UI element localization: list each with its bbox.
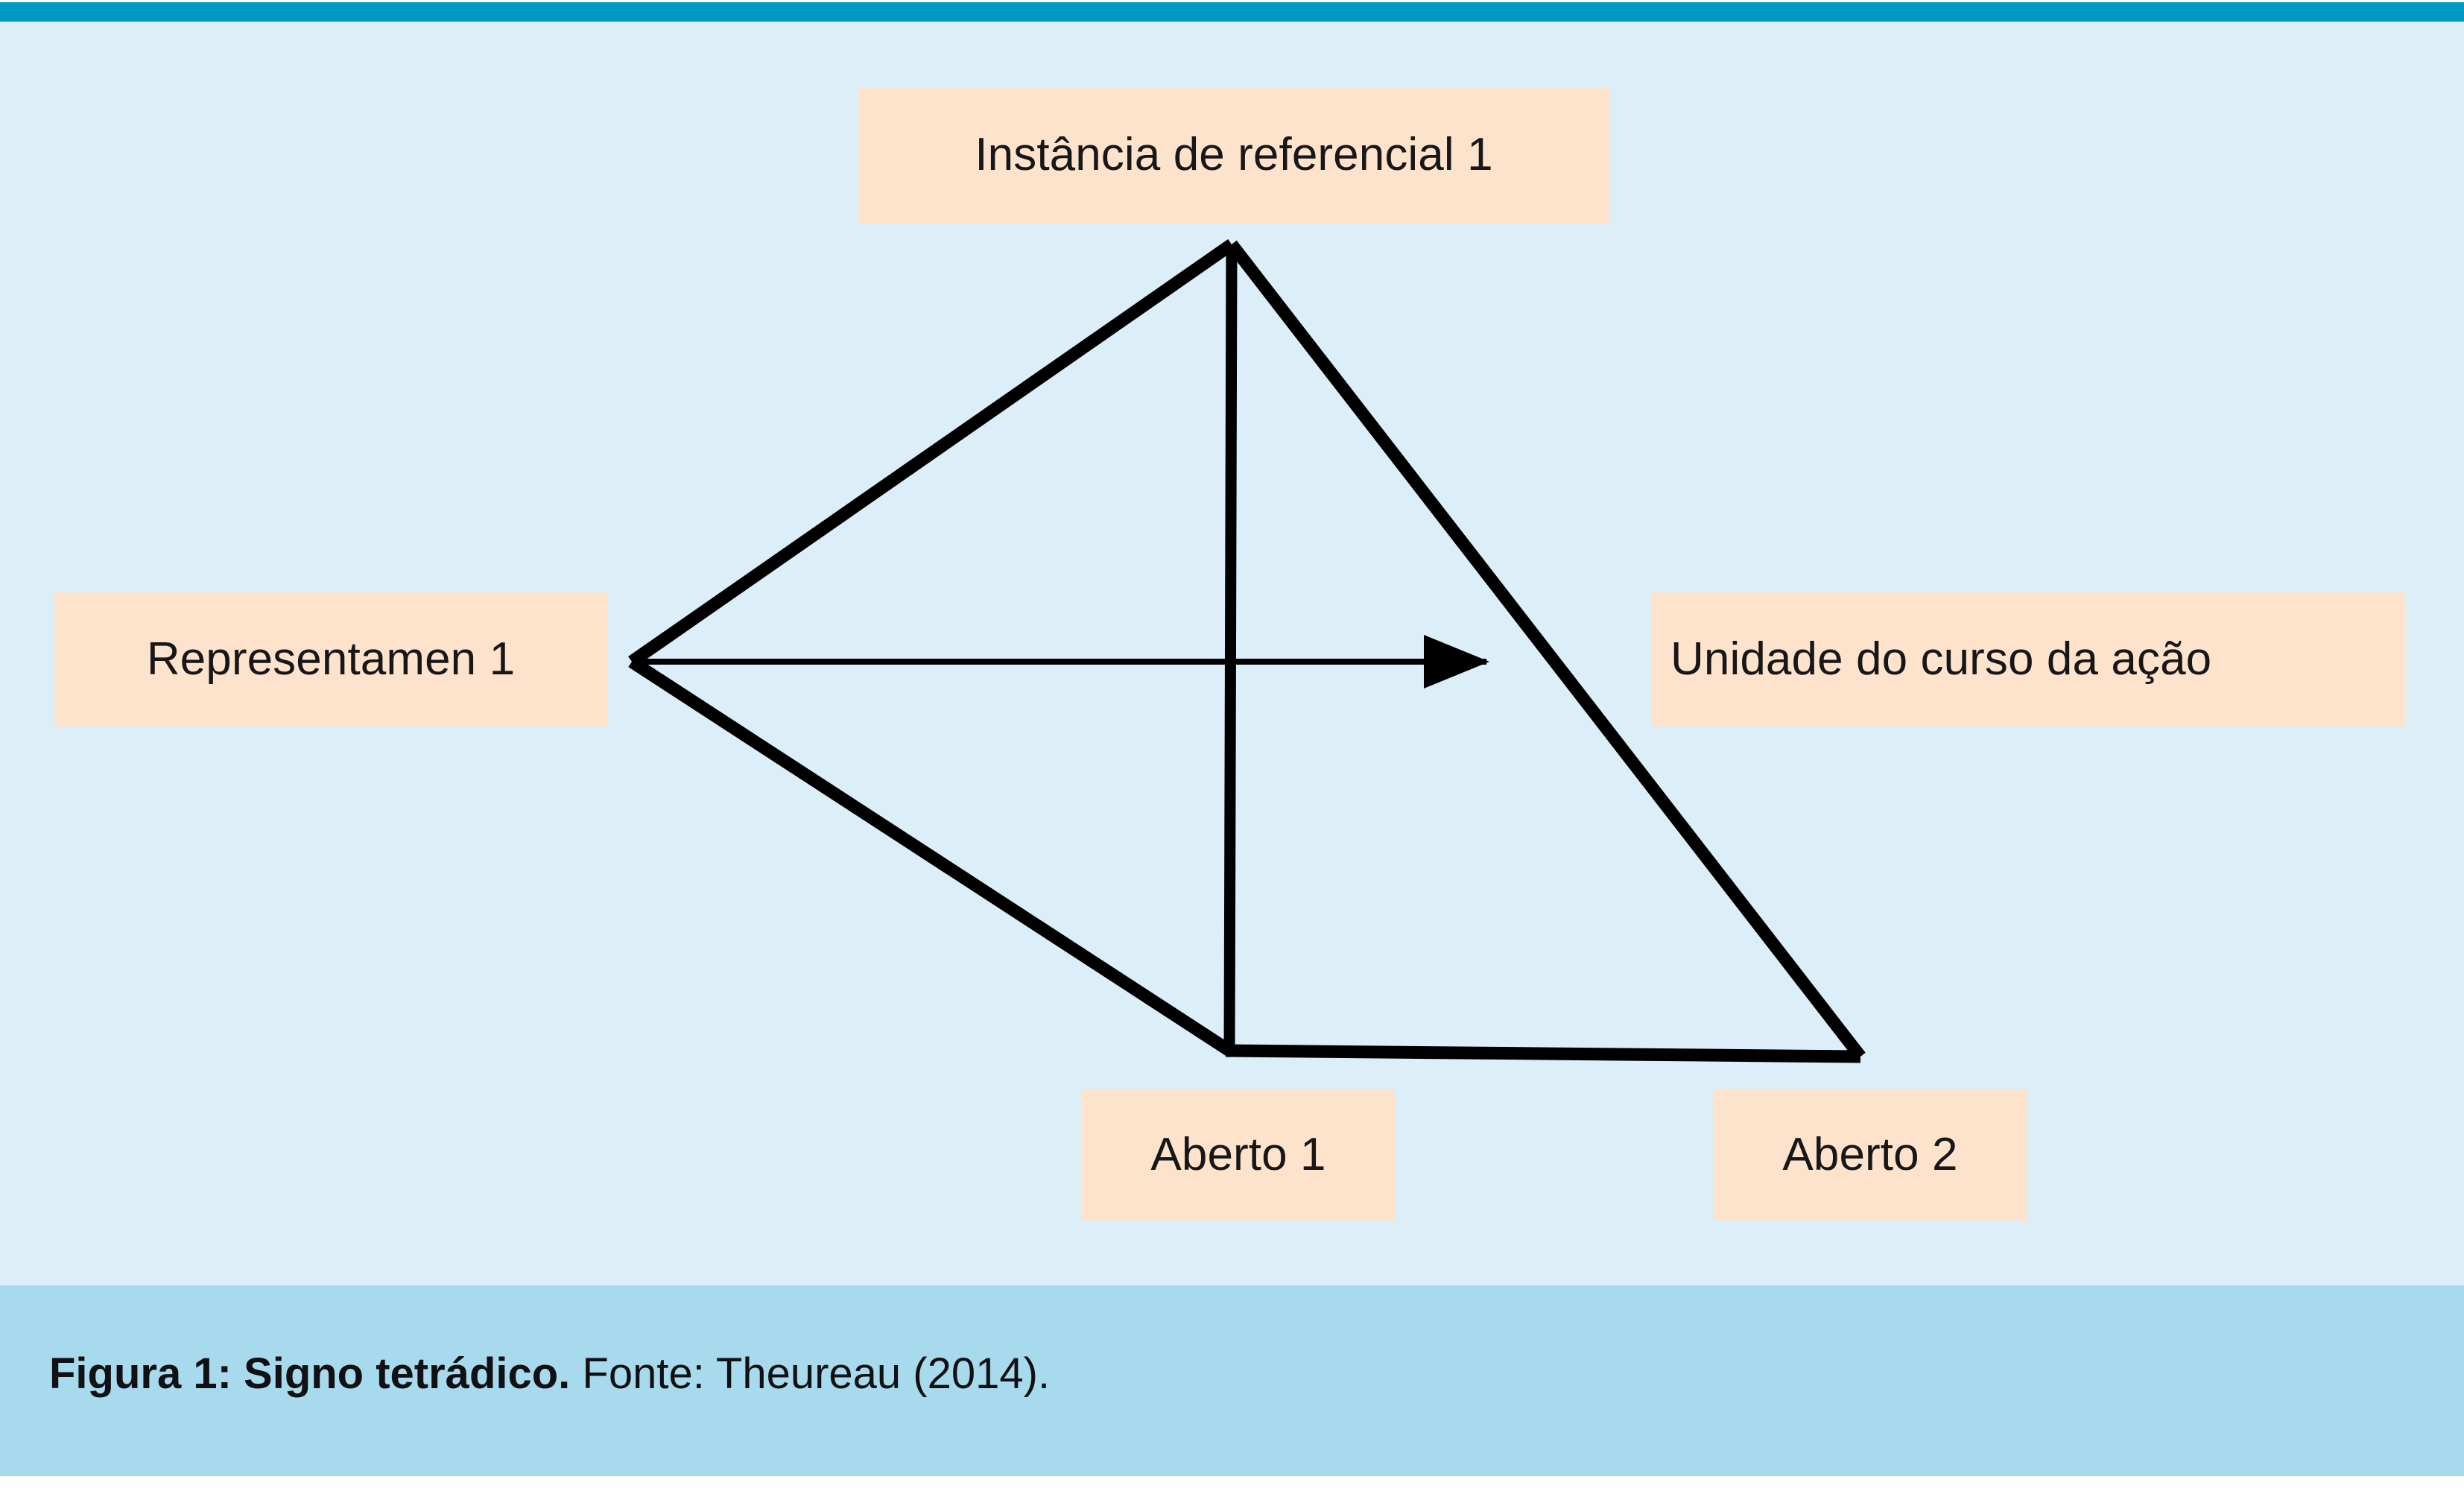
edge-representamen-to-aberto1 <box>628 656 1233 1057</box>
diagram-canvas: Instância de referencial 1 Representamen… <box>0 22 2464 1285</box>
edge-representamen-to-instancia <box>628 239 1235 667</box>
node-unidade-do-curso-da-acao[interactable]: Unidade do curso da ação <box>1651 592 2405 726</box>
node-representamen-1[interactable]: Representamen 1 <box>54 592 607 726</box>
node-instancia-label: Instância de referencial 1 <box>975 129 1493 181</box>
figure-caption: Figura 1: Signo tetrádico. Fonte: Theure… <box>49 1349 2396 1399</box>
node-instancia-de-referencial-1[interactable]: Instância de referencial 1 <box>858 87 1609 224</box>
caption-band <box>0 1285 2464 1476</box>
node-unidade-label: Unidade do curso da ação <box>1670 633 2212 685</box>
top-accent-stripe <box>0 2 2464 22</box>
node-representamen-label: Representamen 1 <box>146 633 516 685</box>
edge-instancia-to-aberto2 <box>1226 240 1866 1061</box>
caption-source: Fonte: Theureau (2014). <box>570 1349 1051 1398</box>
tetrahedron-edges <box>628 239 1866 1063</box>
node-aberto1-label: Aberto 1 <box>1150 1128 1326 1180</box>
node-aberto-2[interactable]: Aberto 2 <box>1714 1089 2027 1221</box>
caption-title: Figura 1: Signo tetrádico. <box>49 1349 571 1398</box>
node-aberto2-label: Aberto 2 <box>1782 1128 1958 1180</box>
tetrahedron-diagram-svg <box>628 239 1866 1063</box>
edge-aberto1-to-aberto2 <box>1225 1044 1861 1063</box>
edge-instancia-to-aberto1 <box>1223 244 1238 1051</box>
node-aberto-1[interactable]: Aberto 1 <box>1082 1089 1395 1221</box>
